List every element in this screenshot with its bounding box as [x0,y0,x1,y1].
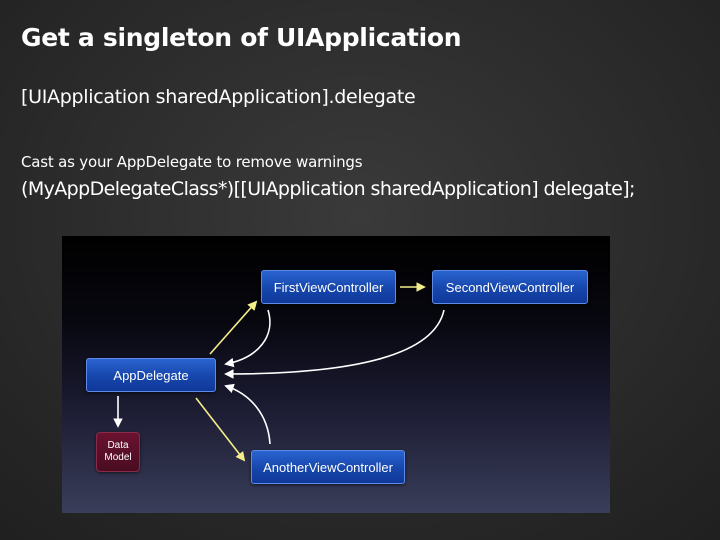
node-data-model-label-line2: Model [104,452,132,463]
arrow-first-to-app [224,309,271,368]
code-line-delegate: [UIApplication sharedApplication].delega… [21,86,416,108]
diagram-panel: FirstViewController SecondViewController… [62,236,610,513]
diagram-arrows [113,282,445,462]
node-data-model: Data Model [96,432,140,472]
node-second-view-controller-label: SecondViewController [445,279,575,295]
node-first-view-controller: FirstViewController [261,270,396,304]
node-another-view-controller: AnotherViewController [251,450,405,484]
arrow-another-to-app [224,383,271,445]
node-another-view-controller-label: AnotherViewController [263,459,393,475]
node-second-view-controller: SecondViewController [432,270,588,304]
node-first-view-controller-label: FirstViewController [273,279,384,295]
slide-title: Get a singleton of UIApplication [21,23,462,52]
cast-note: Cast as your AppDelegate to remove warni… [21,153,363,171]
arrow-app-to-another [195,397,246,462]
node-app-delegate-label: AppDelegate [113,367,189,383]
cast-code-line: (MyAppDelegateClass*)[[UIApplication sha… [21,178,635,200]
node-app-delegate: AppDelegate [86,358,216,392]
node-data-model-label-line1: Data [107,440,129,451]
arrow-second-to-app [224,309,445,379]
arrow-app-to-first [209,300,258,355]
